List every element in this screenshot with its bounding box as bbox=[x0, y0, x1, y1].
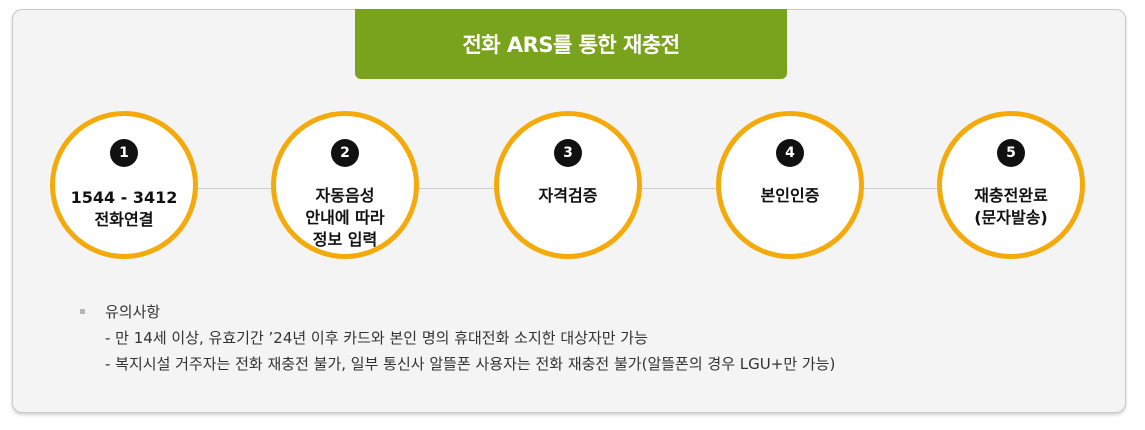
step-recharge-complete: 5 재충전완료 (문자발송) bbox=[937, 111, 1085, 259]
step-number-badge: 5 bbox=[997, 139, 1025, 167]
step-number-badge: 1 bbox=[110, 139, 138, 167]
note-line: - 복지시설 거주자는 전화 재충전 불가, 일부 통신사 알뜰폰 사용자는 전… bbox=[105, 355, 836, 373]
notes-title: 유의사항 bbox=[105, 303, 161, 321]
step-voice-guide: 2 자동음성 안내에 따라 정보 입력 bbox=[271, 111, 419, 259]
panel-title: 전화 ARS를 통한 재충전 bbox=[355, 9, 787, 79]
step-label: 본인인증 bbox=[760, 186, 820, 205]
step-label: 자격검증 bbox=[538, 186, 598, 205]
notes-section: 유의사항 - 만 14세 이상, 유효기간 ’24년 이후 카드와 본인 명의 … bbox=[80, 299, 835, 377]
notes-heading: 유의사항 bbox=[80, 299, 835, 325]
step-number-badge: 2 bbox=[331, 139, 359, 167]
step-phone-connect: 1 1544 - 3412 전화연결 bbox=[50, 111, 198, 259]
step-label: 재충전완료 (문자발송) bbox=[974, 186, 1048, 227]
step-label: 1544 - 3412 전화연결 bbox=[70, 188, 178, 229]
square-bullet-icon bbox=[80, 309, 85, 314]
step-number-badge: 3 bbox=[554, 139, 582, 167]
step-label: 자동음성 안내에 따라 정보 입력 bbox=[305, 186, 385, 249]
step-eligibility-check: 3 자격검증 bbox=[494, 111, 642, 259]
step-number-badge: 4 bbox=[776, 139, 804, 167]
note-line: - 만 14세 이상, 유효기간 ’24년 이후 카드와 본인 명의 휴대전화 … bbox=[105, 329, 648, 347]
step-identity-verification: 4 본인인증 bbox=[716, 111, 864, 259]
